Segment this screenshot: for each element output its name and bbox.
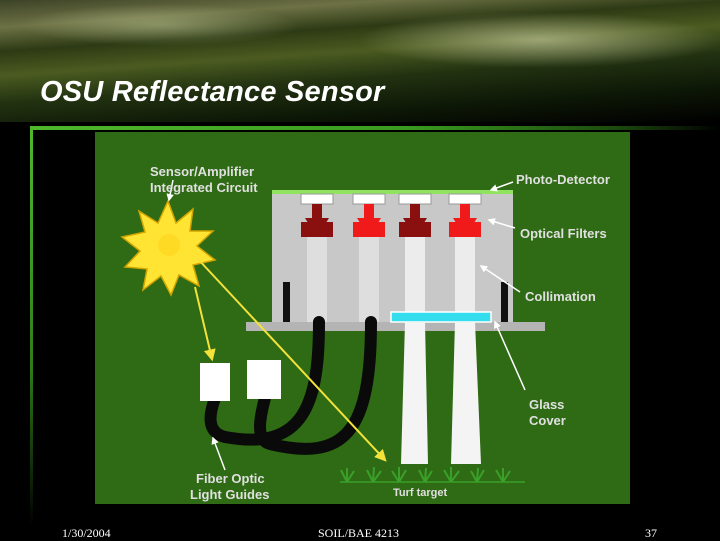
footer-course: SOIL/BAE 4213 [318, 526, 399, 541]
footer-date: 1/30/2004 [62, 526, 111, 541]
label-glass-cover-line2: Cover [529, 413, 566, 428]
label-turf-target: Turf target [393, 487, 448, 499]
label-photo-detector: Photo-Detector [516, 172, 610, 187]
title-divider [30, 126, 720, 130]
glass-cover [391, 312, 491, 322]
slide-title: OSU Reflectance Sensor [40, 76, 384, 109]
fiber-optic-head-right [247, 360, 281, 399]
label-optical-filters: Optical Filters [520, 226, 607, 241]
label-fiber-optic-line1: Fiber Optic [196, 471, 265, 486]
label-fiber-optic-line2: Light Guides [190, 487, 269, 502]
sensor-housing [246, 194, 545, 331]
label-glass-cover-line1: Glass [529, 397, 564, 412]
reflectance-sensor-diagram: Sensor/Amplifier Integrated Circuit Phot… [95, 132, 630, 504]
label-collimation: Collimation [525, 289, 596, 304]
label-sensor-amplifier-line2: Integrated Circuit [150, 180, 258, 195]
left-divider [30, 126, 33, 526]
footer-page-number: 37 [645, 526, 657, 541]
fiber-optic-head-left [200, 363, 230, 401]
circuit-board [272, 190, 513, 194]
label-sensor-amplifier-line1: Sensor/Amplifier [150, 164, 254, 179]
